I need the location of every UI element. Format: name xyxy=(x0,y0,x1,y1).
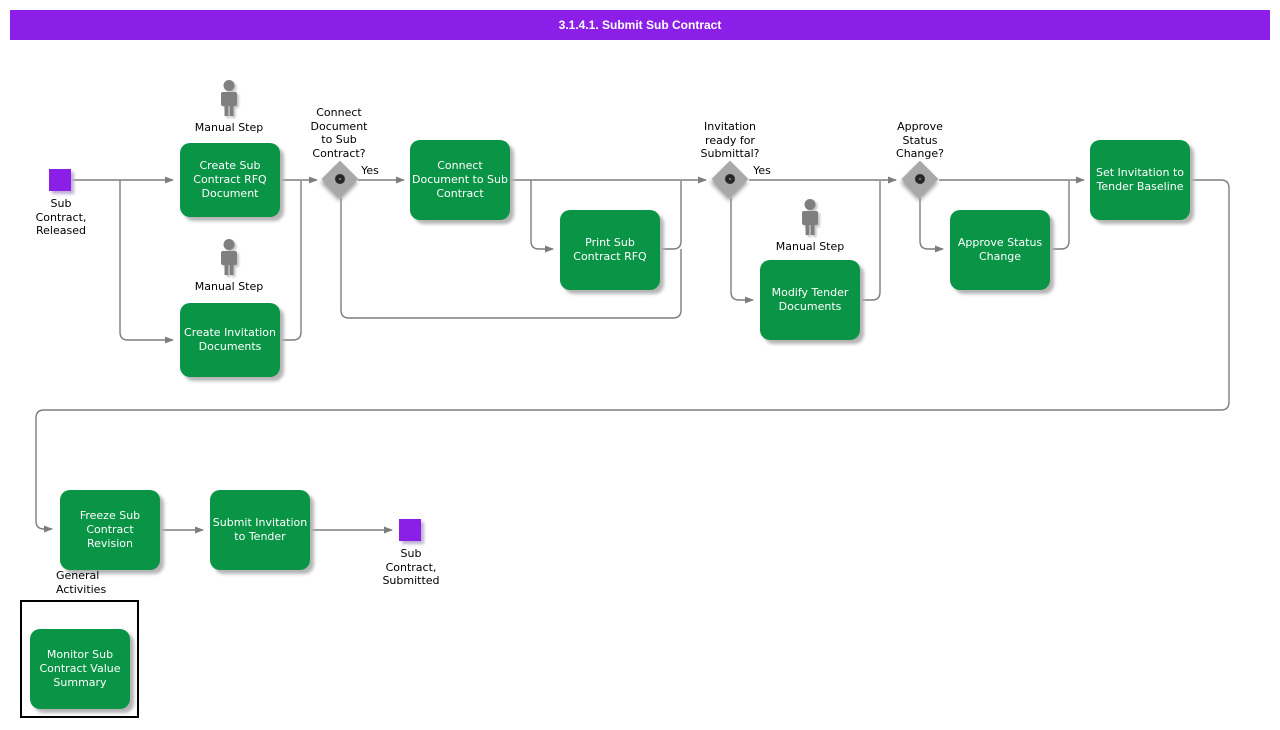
activity-freeze-sub-contract-revision[interactable]: Freeze Sub Contract Revision xyxy=(60,490,160,570)
group-title: General Activities xyxy=(56,569,107,596)
manual-step-label: Manual Step xyxy=(194,280,264,293)
manual-step-label: Manual Step xyxy=(194,121,264,134)
activity-label: Modify Tender Documents xyxy=(771,286,849,313)
gateway-question-label: Approve Status Change? xyxy=(896,120,944,160)
manual-step-person-icon xyxy=(215,239,243,277)
activity-approve-status-change[interactable]: Approve Status Change xyxy=(950,210,1050,290)
end-event-label: Sub Contract, Submitted xyxy=(382,547,440,587)
activity-label: Freeze Sub Contract Revision xyxy=(79,509,141,550)
activity-label: Create Invitation Documents xyxy=(184,326,276,353)
activity-label: Print Sub Contract RFQ xyxy=(573,236,647,263)
manual-step-person-icon xyxy=(215,80,243,118)
start-event-icon xyxy=(49,169,71,191)
activity-print-sub-contract-rfq[interactable]: Print Sub Contract RFQ xyxy=(560,210,660,290)
activity-label: Approve Status Change xyxy=(957,236,1043,263)
activity-label: Connect Document to Sub Contract xyxy=(412,159,508,200)
gateway-circle-icon xyxy=(332,171,348,187)
activity-label: Submit Invitation to Tender xyxy=(212,516,308,543)
activity-modify-tender-documents[interactable]: Modify Tender Documents xyxy=(760,260,860,340)
activity-label: Monitor Sub Contract Value Summary xyxy=(39,648,121,689)
gateway-question-label: Connect Document to Sub Contract? xyxy=(310,106,368,160)
gateway-question-label: Invitation ready for Submittal? xyxy=(700,120,760,160)
diagram-title-bar: 3.1.4.1. Submit Sub Contract xyxy=(10,10,1270,40)
activity-monitor-sub-contract-value-summary[interactable]: Monitor Sub Contract Value Summary xyxy=(30,629,130,709)
gateway-circle-icon xyxy=(912,171,928,187)
manual-step-label: Manual Step xyxy=(775,240,845,253)
activity-create-sub-contract-rfq-document[interactable]: Create Sub Contract RFQ Document xyxy=(180,143,280,217)
end-event-icon xyxy=(399,519,421,541)
activity-create-invitation-documents[interactable]: Create Invitation Documents xyxy=(180,303,280,377)
activity-label: Set Invitation to Tender Baseline xyxy=(1095,166,1184,193)
branch-yes-label: Yes xyxy=(361,164,379,177)
gateway-circle-icon xyxy=(722,171,738,187)
page-title: 3.1.4.1. Submit Sub Contract xyxy=(558,18,722,32)
start-event-label: Sub Contract, Released xyxy=(35,197,87,237)
activity-submit-invitation-to-tender[interactable]: Submit Invitation to Tender xyxy=(210,490,310,570)
activity-label: Create Sub Contract RFQ Document xyxy=(193,159,267,200)
branch-yes-label: Yes xyxy=(753,164,771,177)
activity-set-invitation-to-tender-baseline[interactable]: Set Invitation to Tender Baseline xyxy=(1090,140,1190,220)
manual-step-person-icon xyxy=(796,199,824,237)
activity-connect-document-to-sub-contract[interactable]: Connect Document to Sub Contract xyxy=(410,140,510,220)
